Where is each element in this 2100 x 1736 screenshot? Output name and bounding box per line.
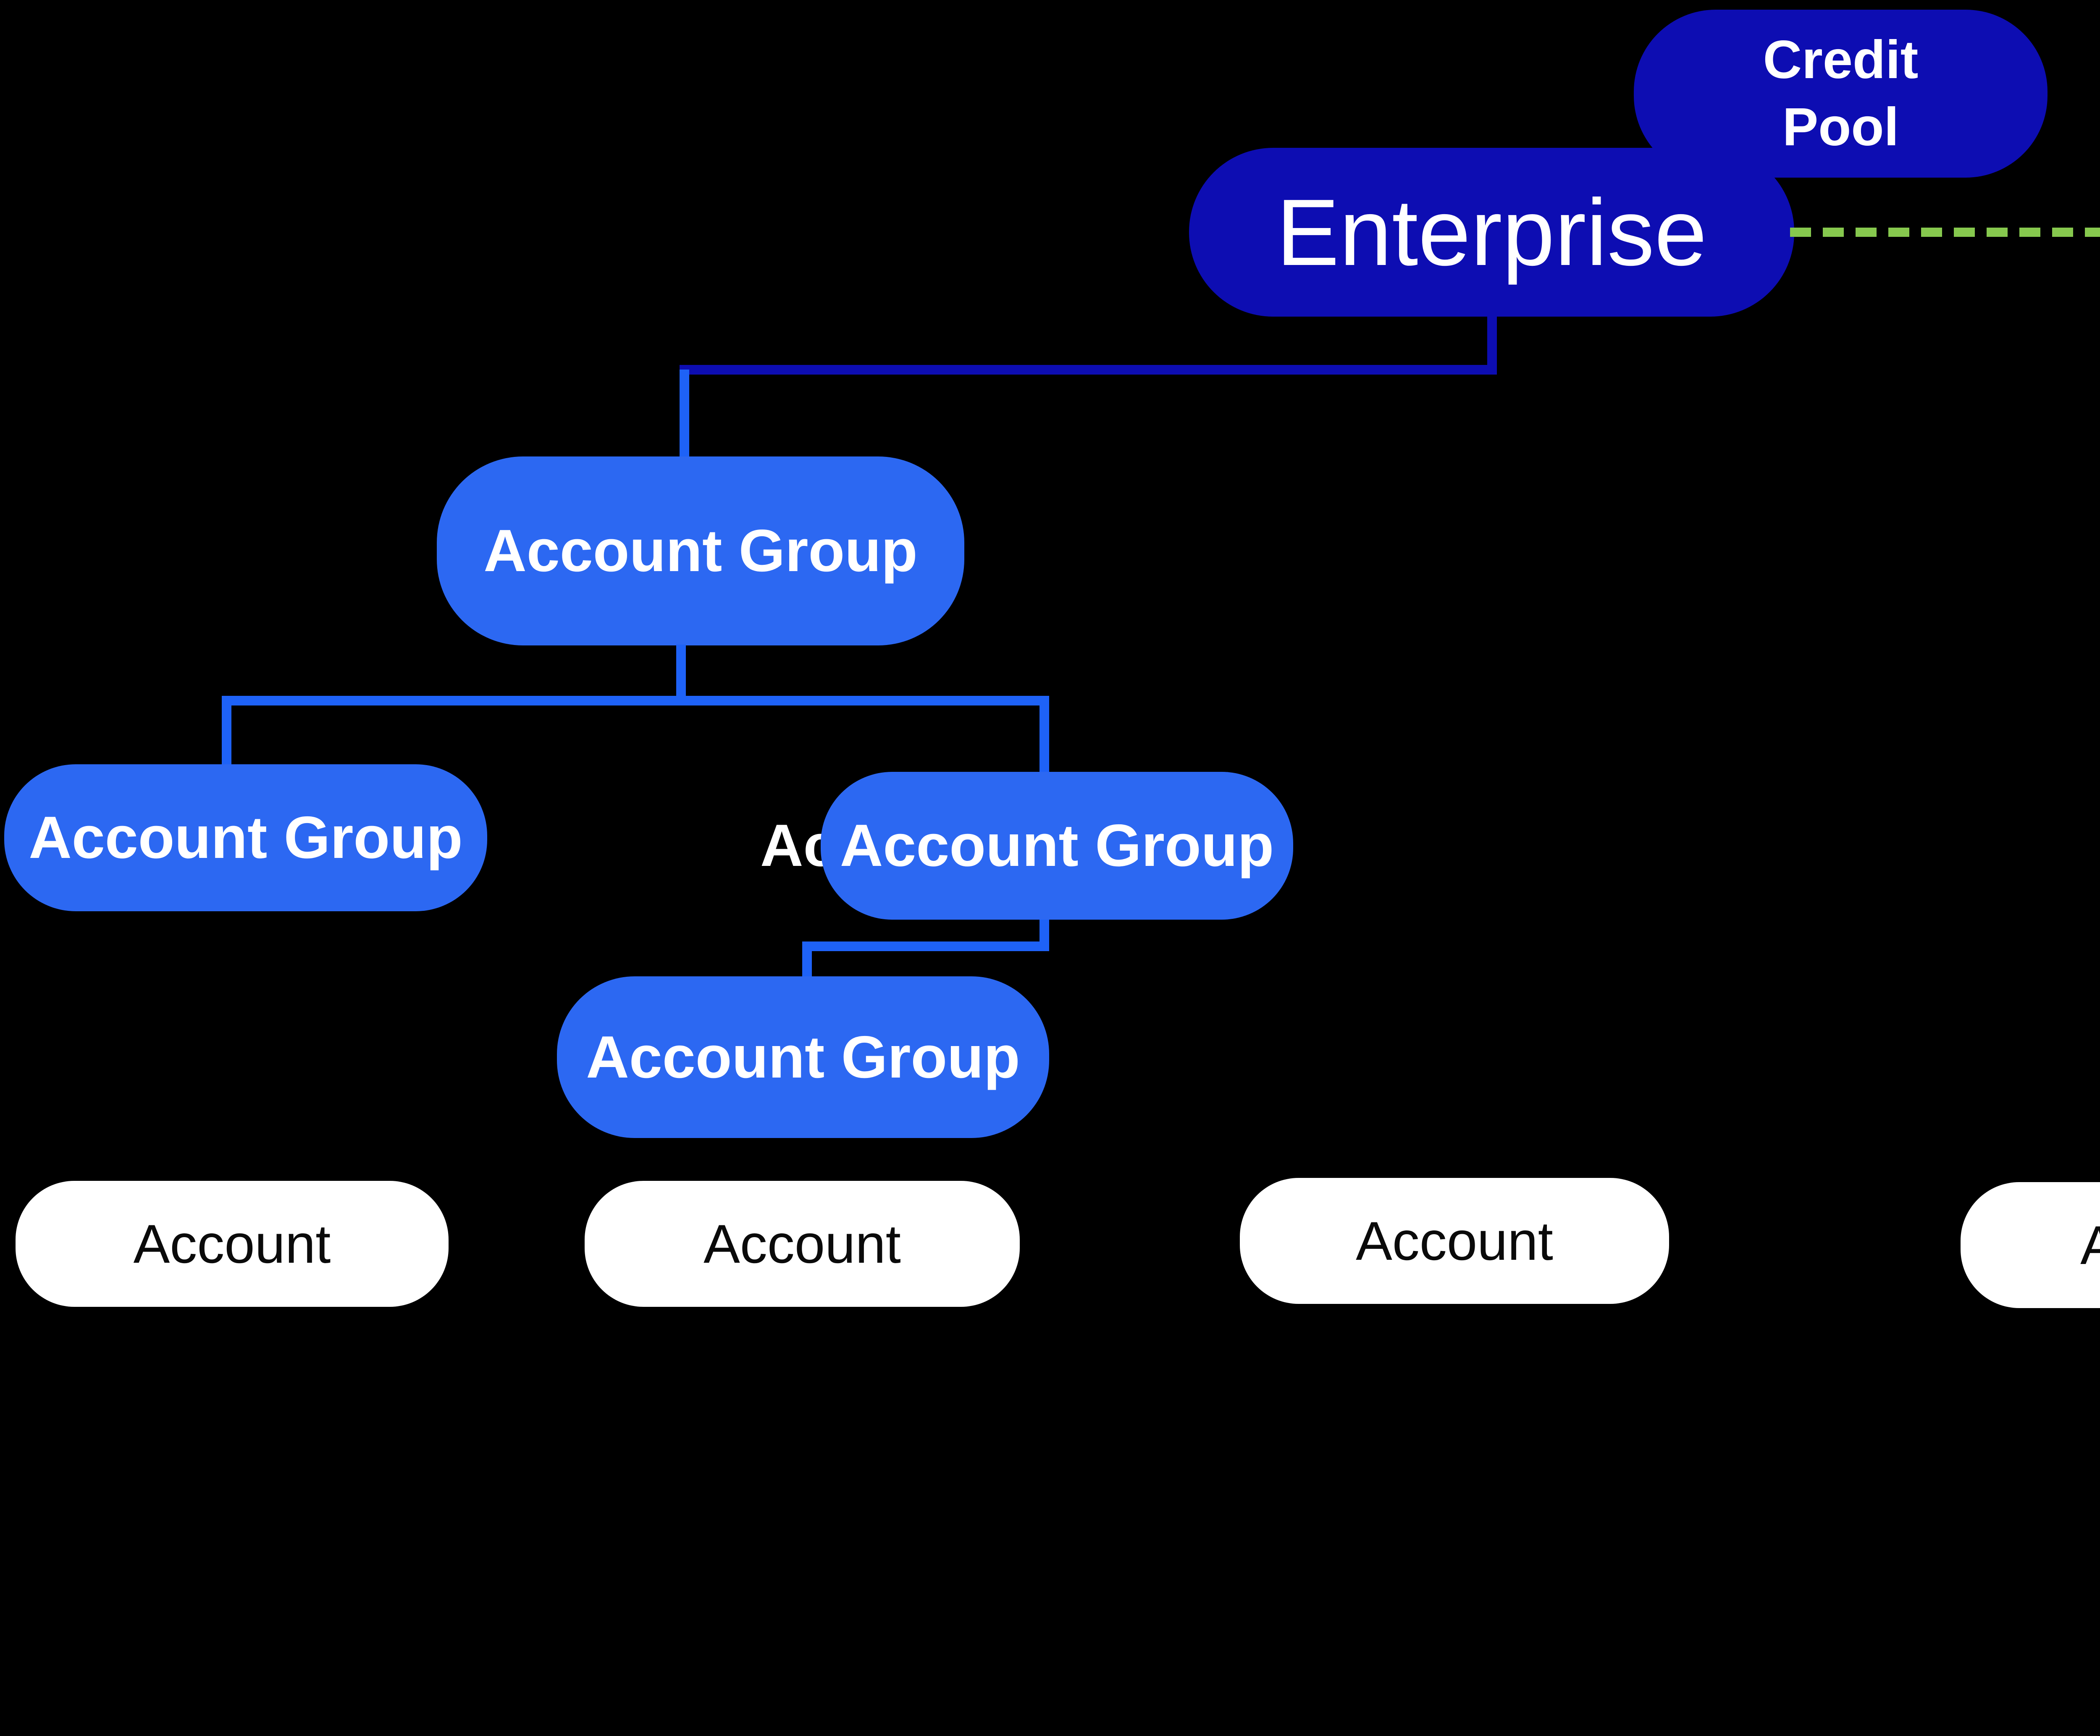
account-node-1: Account bbox=[16, 1181, 449, 1307]
account-group-label-2: Account Group bbox=[29, 804, 463, 871]
account-group-node-3: Account Group bbox=[821, 772, 1293, 920]
connector-to-group1 bbox=[680, 370, 689, 458]
connector-group1-horizontal bbox=[222, 696, 1049, 705]
account-label-4: Account bbox=[2080, 1214, 2100, 1276]
connector-to-group4 bbox=[802, 941, 812, 979]
account-node-2: Account bbox=[585, 1181, 1020, 1307]
enterprise-label: Enterprise bbox=[1276, 179, 1707, 285]
connector-enterprise-horizontal bbox=[680, 365, 1497, 375]
account-node-3: Account bbox=[1240, 1178, 1669, 1304]
enterprise-node: Enterprise bbox=[1189, 148, 1794, 317]
account-node-4: Account bbox=[1961, 1182, 2100, 1308]
connector-enterprise-stub bbox=[1487, 315, 1497, 375]
connector-group1-stub bbox=[676, 645, 686, 705]
account-group-node-4: Account Group bbox=[557, 976, 1049, 1138]
connector-to-group3 bbox=[1040, 696, 1049, 776]
account-label-2: Account bbox=[704, 1213, 901, 1274]
account-group-label-1: Account Group bbox=[483, 517, 918, 584]
connector-to-group2 bbox=[222, 696, 231, 767]
account-group-node-2: Account Group bbox=[4, 764, 487, 911]
connector-group3-horizontal bbox=[802, 941, 1049, 951]
account-label-1: Account bbox=[133, 1213, 331, 1274]
account-group-label-3: Account Group bbox=[840, 812, 1274, 879]
account-group-node-1: Account Group bbox=[437, 456, 964, 645]
account-group-label-4: Account Group bbox=[586, 1023, 1020, 1091]
account-label-3: Account bbox=[1356, 1210, 1553, 1272]
enterprise-to-billing-dashed-connector bbox=[1790, 228, 2100, 237]
credit-pool-label: Credit Pool bbox=[1763, 30, 1919, 157]
